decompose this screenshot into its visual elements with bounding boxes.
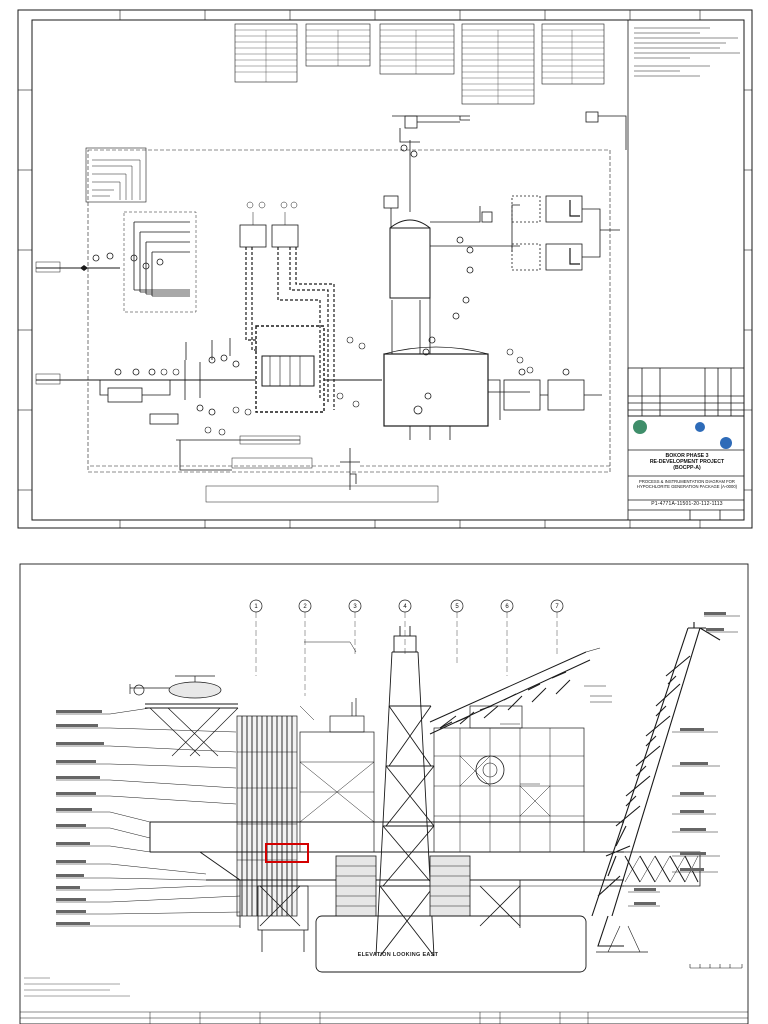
flare-boom <box>591 622 721 947</box>
grid-label-2: 2 <box>303 604 307 610</box>
pid-drawing-sheet: BOKOR PHASE 3 RE-DEVELOPMENT PROJECT (BO… <box>17 9 753 529</box>
elevation-diagram: 1 2 3 4 5 6 7 <box>19 563 749 1024</box>
crane-boom <box>429 647 601 735</box>
left-callouts <box>56 707 241 927</box>
drawing-number: P1-4771A-11501-20-112-1113 <box>651 501 723 507</box>
right-callouts <box>628 615 740 907</box>
grid-lines <box>249 599 564 696</box>
drawing-title: PROCESS & INSTRUMENTATION DIAGRAM FOR HY… <box>636 479 738 489</box>
grid-label-3: 3 <box>353 604 357 610</box>
grid-label-6: 6 <box>505 604 509 610</box>
substructure <box>239 855 521 952</box>
pid-diagram <box>17 9 753 529</box>
deck-levels <box>149 821 701 887</box>
derrick-tower <box>375 626 435 957</box>
project-title: BOKOR PHASE 3 RE-DEVELOPMENT PROJECT (BO… <box>649 453 725 471</box>
hull-outline <box>315 915 587 973</box>
grid-label-5: 5 <box>455 604 459 610</box>
process-modules <box>299 698 585 853</box>
grid-label-7: 7 <box>555 604 559 610</box>
grid-label-1: 1 <box>254 604 258 610</box>
living-quarters <box>236 715 298 917</box>
highlight-box <box>265 843 309 863</box>
elevation-view-title: ELEVATION LOOKING EAST <box>357 952 439 958</box>
grid-label-4: 4 <box>403 604 407 610</box>
elevation-drawing-sheet: 1 2 3 4 5 6 7 ELEVATION LOOKING EAST <box>0 556 768 1024</box>
helideck <box>129 675 239 757</box>
